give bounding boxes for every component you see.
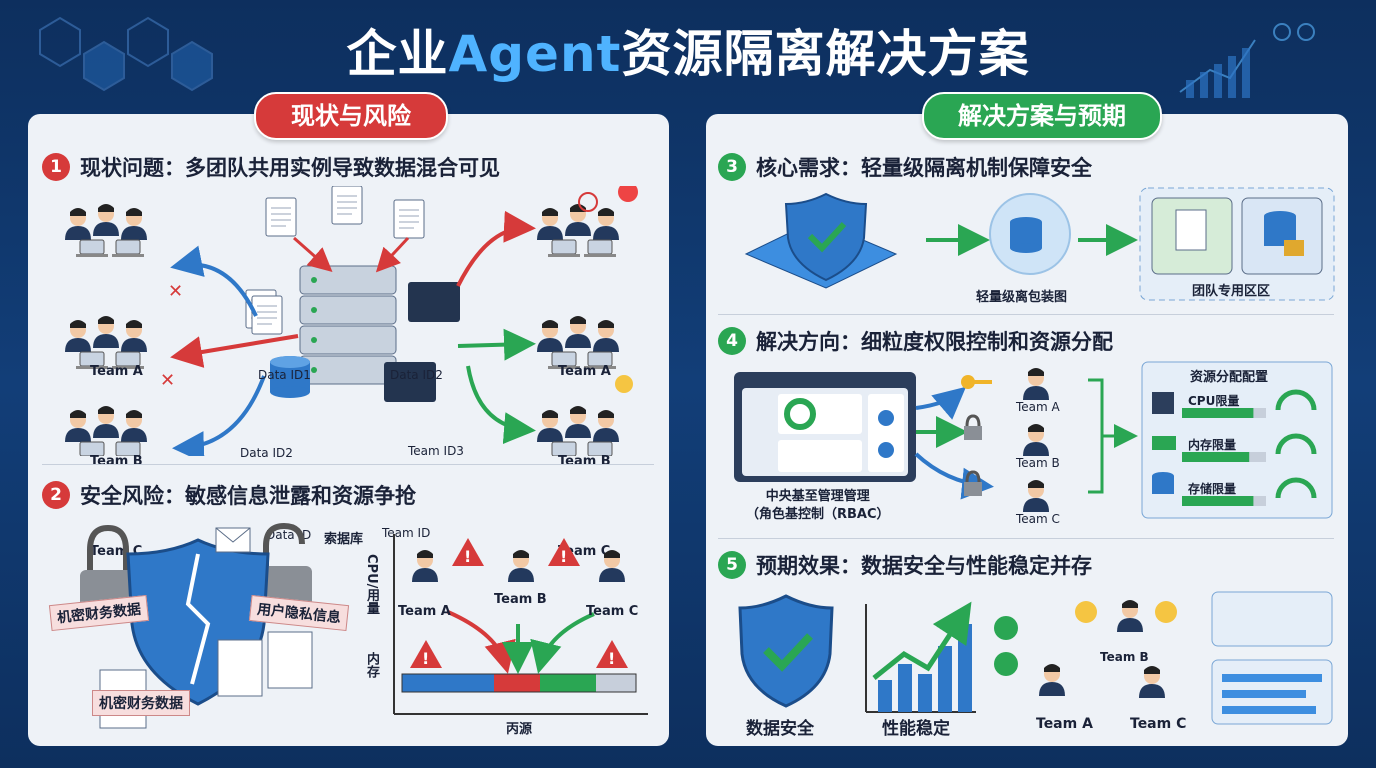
zone-label: 团队专用区区 bbox=[1192, 284, 1271, 299]
check-icon bbox=[994, 616, 1018, 676]
team-label-left-a: Team A bbox=[90, 364, 143, 379]
rbac-diagram bbox=[734, 361, 1333, 519]
svg-text:!: ! bbox=[464, 547, 471, 566]
shared-instance-diagram: ✕ ✕ bbox=[65, 186, 638, 456]
limit-cpu-label: CPU限量 bbox=[1188, 394, 1240, 408]
page-title: 企业Agent资源隔离解决方案 bbox=[346, 25, 1030, 83]
divider bbox=[42, 464, 654, 465]
outcome-team-a: Team A bbox=[1036, 716, 1093, 732]
gauge-icon bbox=[1275, 389, 1317, 499]
stability-label: 性能稳定 bbox=[882, 719, 950, 739]
team-label-right-a: Team A bbox=[558, 364, 611, 379]
svg-text:!: ! bbox=[608, 649, 615, 668]
rbac-team-b: Team B bbox=[1016, 456, 1060, 470]
solution-pill: 解决方案与预期 bbox=[922, 92, 1162, 140]
svg-text:✕: ✕ bbox=[168, 281, 183, 302]
divider bbox=[718, 538, 1334, 539]
limit-storage-label: 存储限量 bbox=[1188, 482, 1237, 496]
contend-team-b: Team B bbox=[494, 592, 547, 607]
zone-db-lock-icon bbox=[1264, 211, 1304, 256]
security-label: 数据安全 bbox=[746, 719, 814, 739]
security-shield-icon bbox=[738, 594, 834, 708]
limit-mem-label: 内存限量 bbox=[1188, 438, 1237, 452]
lock-icon bbox=[87, 524, 129, 570]
team-group-left-a bbox=[65, 316, 147, 370]
rbac-team-a: Team A bbox=[1016, 400, 1060, 414]
risk-pill: 现状与风险 bbox=[254, 92, 448, 140]
padlock-icon bbox=[964, 414, 982, 440]
svg-text:!: ! bbox=[422, 649, 429, 668]
team-label-right-b: Team B bbox=[558, 454, 611, 469]
contend-team-a: Team A bbox=[398, 604, 451, 619]
resource-bar bbox=[401, 673, 637, 693]
svg-text:!: ! bbox=[560, 547, 567, 566]
database-icon bbox=[270, 356, 310, 398]
team-label-left-b: Team B bbox=[90, 454, 143, 469]
doc-label-2: Data ID2 bbox=[390, 368, 443, 382]
outcome-team-b: Team B bbox=[1100, 650, 1149, 664]
bubble-label: 轻量级离包装图 bbox=[976, 290, 1068, 305]
limit-bar-fill bbox=[1182, 408, 1254, 418]
chart-ylabel-2: 内存 bbox=[364, 652, 379, 678]
outcome-diagram bbox=[738, 591, 1333, 725]
rbac-team-c: Team C bbox=[1016, 512, 1060, 526]
bubble-database-icon bbox=[1010, 217, 1042, 253]
unlock-icon bbox=[263, 522, 305, 566]
finance-data-tag-2: 机密财务数据 bbox=[92, 690, 190, 716]
alloc-title: 资源分配配置 bbox=[1190, 370, 1269, 385]
shield-check-icon bbox=[784, 192, 868, 282]
db-label: 索据库 bbox=[324, 532, 364, 547]
chart-ylabel: CPU/用量 bbox=[364, 554, 379, 615]
divider bbox=[718, 314, 1334, 315]
server-stack-icon bbox=[299, 265, 397, 385]
doc-label-1: Data ID1 bbox=[258, 368, 311, 382]
limit-bar-fill bbox=[1182, 452, 1250, 462]
key-icon bbox=[961, 375, 992, 389]
outcome-team-c: Team C bbox=[1130, 716, 1187, 732]
console-label: 中央基至管理管理（角色基控制（RBAC） bbox=[746, 489, 890, 522]
gear-icon bbox=[878, 410, 894, 458]
doc-label-3: Data ID2 bbox=[240, 446, 293, 460]
chart-xlabel: 丙源 bbox=[506, 722, 533, 737]
doc-label-4: Team ID3 bbox=[408, 444, 464, 458]
contend-team-c: Team C bbox=[586, 604, 639, 619]
isolation-diagram bbox=[744, 187, 1335, 301]
svg-text:✕: ✕ bbox=[160, 370, 175, 391]
limit-bar-fill bbox=[1182, 496, 1254, 506]
storage-icon bbox=[1152, 472, 1174, 494]
header-decoration bbox=[39, 16, 1315, 98]
